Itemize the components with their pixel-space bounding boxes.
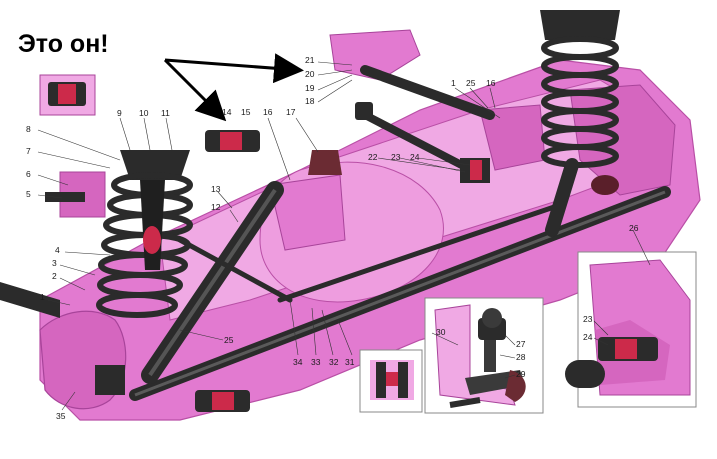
annotation-arrows [163, 53, 304, 122]
part-label-32: 32 [329, 357, 339, 367]
part-label-28: 28 [516, 352, 526, 362]
part-label-24a: 24 [410, 152, 420, 162]
annotation-text: Это он! [18, 30, 109, 58]
part-label-7: 7 [26, 146, 31, 156]
right-coil-spring [540, 10, 620, 237]
part-label-30: 30 [436, 327, 446, 337]
part-label-26: 26 [629, 223, 639, 233]
part-label-24b: 24 [583, 332, 593, 342]
inset-right-bracket [565, 251, 697, 408]
part-label-8: 8 [26, 124, 31, 134]
bushings [39, 74, 490, 412]
part-label-34: 34 [293, 357, 303, 367]
part-label-16a: 16 [263, 107, 273, 117]
part-label-21: 21 [305, 55, 315, 65]
part-label-31: 31 [345, 357, 355, 367]
part-label-17: 17 [286, 107, 296, 117]
part-label-4: 4 [55, 245, 60, 255]
part-label-25b: 25 [224, 335, 234, 345]
part-label-9: 9 [117, 108, 122, 118]
inset-bracket-detail [424, 297, 544, 414]
part-label-27: 27 [516, 339, 526, 349]
left-coil-spring [96, 150, 193, 318]
part-label-33: 33 [311, 357, 321, 367]
part-label-25a: 25 [466, 78, 476, 88]
part-label-11: 11 [161, 108, 170, 118]
part-label-6: 6 [26, 169, 31, 179]
part-label-19: 19 [305, 83, 315, 93]
arrow-to-part-14 [163, 58, 227, 122]
part-label-29: 29 [516, 369, 526, 379]
part-label-23b: 23 [583, 314, 593, 324]
part-label-14: 14 [222, 107, 232, 117]
leader-lines [37, 61, 651, 411]
part-label-20: 20 [305, 69, 315, 79]
part-label-1a: 1 [40, 292, 45, 302]
part-label-15: 15 [241, 107, 251, 117]
arrow-to-part-20 [164, 53, 304, 84]
part-label-3: 3 [52, 258, 57, 268]
part-label-16b: 16 [486, 78, 496, 88]
axle-and-rods [0, 65, 671, 401]
part-label-18: 18 [305, 96, 315, 106]
part-label-10: 10 [139, 108, 149, 118]
inset-bolt-section [359, 349, 423, 413]
part-label-5: 5 [26, 189, 31, 199]
part-label-13: 13 [211, 184, 221, 194]
part-label-23a: 23 [391, 152, 401, 162]
part-number-labels: 1 1 2 3 4 5 6 7 8 9 10 11 12 13 14 15 16… [26, 55, 639, 421]
part-label-12: 12 [211, 202, 221, 212]
part-label-1b: 1 [451, 78, 456, 88]
part-label-22: 22 [368, 152, 378, 162]
part-label-2: 2 [52, 271, 57, 281]
vehicle-body [39, 29, 701, 421]
part-label-35: 35 [56, 411, 66, 421]
